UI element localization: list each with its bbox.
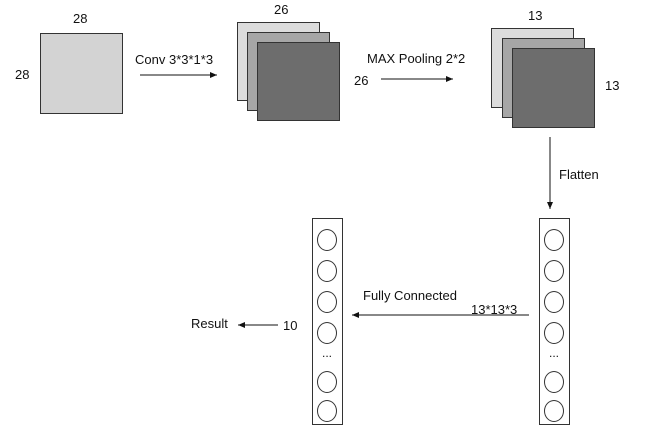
flat-neuron <box>544 229 564 251</box>
pooled-maps-side-size: 13 <box>605 78 620 93</box>
input-image <box>40 33 123 114</box>
flat-vector-size: 13*13*3 <box>471 302 518 317</box>
output-neuron <box>317 291 337 313</box>
flat-vector-column: ... <box>539 218 570 425</box>
feature-maps-top-size: 26 <box>274 2 289 17</box>
output-vector-size: 10 <box>283 318 298 333</box>
pool-label: MAX Pooling 2*2 <box>367 51 466 66</box>
flat-ellipsis: ... <box>548 346 559 360</box>
output-neuron <box>317 322 337 344</box>
output-vector-column: ... <box>312 218 343 425</box>
output-ellipsis: ... <box>321 346 332 360</box>
output-neuron <box>317 371 337 393</box>
flat-neuron <box>544 260 564 282</box>
flat-neuron <box>544 291 564 313</box>
result-label: Result <box>191 316 228 331</box>
flatten-label: Flatten <box>559 167 599 182</box>
flat-neuron <box>544 400 564 422</box>
input-side-size: 28 <box>15 67 30 82</box>
feature-map-3 <box>257 42 340 121</box>
fc-label: Fully Connected <box>363 288 457 303</box>
output-neuron <box>317 400 337 422</box>
conv-label: Conv 3*3*1*3 <box>135 52 214 67</box>
feature-maps-side-size: 26 <box>354 73 369 88</box>
pooled-map-3 <box>512 48 595 128</box>
flat-neuron <box>544 371 564 393</box>
output-neuron <box>317 229 337 251</box>
pooled-maps-top-size: 13 <box>528 8 543 23</box>
output-neuron <box>317 260 337 282</box>
flat-neuron <box>544 322 564 344</box>
input-top-size: 28 <box>73 11 88 26</box>
